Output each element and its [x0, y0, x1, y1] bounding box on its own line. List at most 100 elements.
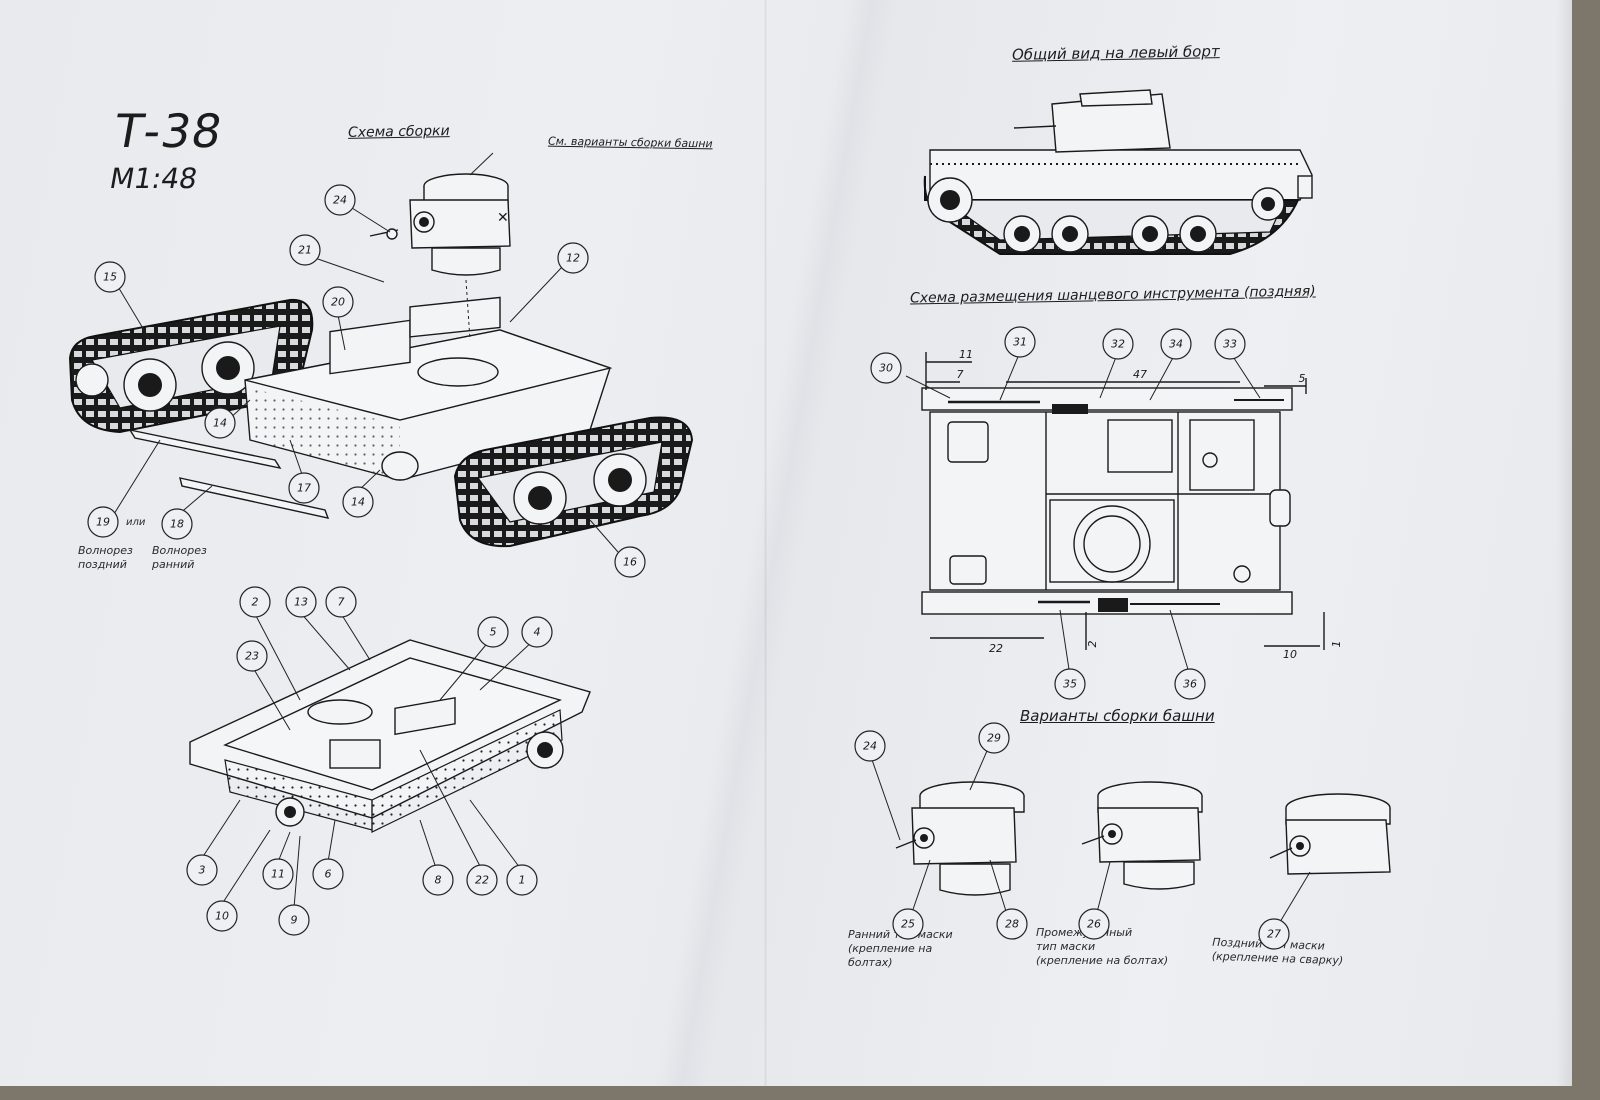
note-line: Волнорез [78, 544, 133, 557]
svg-text:9: 9 [291, 914, 298, 927]
part-callout-5: 5 [477, 616, 509, 648]
part-callout-13: 13 [285, 586, 317, 618]
note-line: болтах) [848, 956, 893, 969]
note-line: Волнорез [152, 544, 207, 557]
svg-text:10: 10 [215, 910, 229, 923]
dim-label: 5 [1299, 372, 1306, 385]
part-callout-26: 26 [1078, 908, 1110, 940]
dim-label: 2 [1086, 641, 1099, 648]
assembly-drawing: ✕ [68, 152, 694, 553]
part-callout-25: 25 [892, 908, 924, 940]
svg-text:7: 7 [338, 596, 345, 609]
part-callout-31: 31 [1004, 326, 1036, 358]
dim-label: 11 [959, 348, 973, 361]
note-line: (крепление на [848, 942, 933, 955]
dim-label: 1 [1330, 641, 1343, 648]
note-line: тип маски [1036, 940, 1096, 953]
part-callout-6: 6 [312, 858, 344, 890]
svg-text:26: 26 [1087, 918, 1101, 931]
part-callout-19: 19 [87, 506, 119, 538]
svg-text:3: 3 [199, 864, 206, 877]
svg-text:27: 27 [1267, 928, 1281, 941]
svg-text:33: 33 [1223, 338, 1237, 351]
svg-text:11: 11 [271, 868, 285, 881]
part-callout-12: 12 [557, 242, 589, 274]
part-callout-29: 29 [978, 722, 1010, 754]
turret-early [895, 781, 1025, 896]
svg-text:20: 20 [331, 296, 345, 309]
page-edge-shadow [1556, 0, 1572, 1086]
svg-text:13: 13 [294, 596, 308, 609]
svg-text:36: 36 [1183, 678, 1197, 691]
svg-text:15: 15 [103, 271, 117, 284]
part-callout-14: 14 [342, 486, 374, 518]
note-line: ранний [152, 558, 195, 571]
part-callout-8: 8 [422, 864, 454, 896]
part-callout-16: 16 [614, 546, 646, 578]
breakwater-late-note: Волнорез поздний [78, 544, 133, 572]
turret-late [1269, 793, 1391, 875]
part-callout-36: 36 [1174, 668, 1206, 700]
part-callout-10: 10 [206, 900, 238, 932]
svg-text:19: 19 [96, 516, 110, 529]
svg-text:30: 30 [879, 362, 893, 375]
svg-text:24: 24 [863, 740, 877, 753]
svg-text:8: 8 [435, 874, 442, 887]
part-callout-3: 3 [186, 854, 218, 886]
svg-text:18: 18 [170, 518, 184, 531]
dim-label: 22 [989, 642, 1003, 655]
part-callout-14: 14 [204, 407, 236, 439]
svg-text:34: 34 [1169, 338, 1183, 351]
part-callout-17: 17 [288, 472, 320, 504]
svg-text:4: 4 [534, 626, 541, 639]
page-fold [764, 0, 767, 1086]
svg-text:28: 28 [1005, 918, 1019, 931]
part-callout-33: 33 [1214, 328, 1246, 360]
part-callout-1: 1 [506, 864, 538, 896]
part-callout-32: 32 [1102, 328, 1134, 360]
svg-text:23: 23 [245, 650, 259, 663]
part-callout-4: 4 [521, 616, 553, 648]
svg-text:5: 5 [490, 626, 497, 639]
part-callout-15: 15 [94, 261, 126, 293]
part-callout-20: 20 [322, 286, 354, 318]
part-callout-2: 2 [239, 586, 271, 618]
part-callout-35: 35 [1054, 668, 1086, 700]
svg-text:25: 25 [901, 918, 915, 931]
svg-text:17: 17 [297, 482, 311, 495]
note-line: поздний [78, 558, 127, 571]
tools-plan-drawing: 11 7 47 5 22 2 10 1 [905, 348, 1343, 677]
part-callout-18: 18 [161, 508, 193, 540]
svg-text:14: 14 [351, 496, 365, 509]
turret-part [409, 199, 511, 249]
dim-label: 10 [1283, 648, 1297, 661]
svg-text:✕: ✕ [497, 210, 509, 226]
dim-label: 7 [957, 368, 964, 381]
part-callout-34: 34 [1160, 328, 1192, 360]
svg-text:1: 1 [519, 874, 526, 887]
hull-drawing [189, 611, 591, 909]
turret-intermediate [1081, 781, 1203, 890]
part-callout-30: 30 [870, 352, 902, 384]
or-label: или [126, 517, 146, 528]
svg-text:32: 32 [1111, 338, 1125, 351]
turret-variants-drawing [869, 743, 1391, 933]
dim-label: 47 [1133, 368, 1147, 381]
svg-text:16: 16 [623, 556, 637, 569]
part-callout-24: 24 [854, 730, 886, 762]
svg-text:35: 35 [1063, 678, 1077, 691]
svg-text:24: 24 [333, 194, 347, 207]
svg-text:31: 31 [1013, 336, 1027, 349]
note-line: (крепление на болтах) [1036, 954, 1169, 967]
side-view-drawing [923, 89, 1313, 255]
svg-text:2: 2 [252, 596, 259, 609]
svg-text:29: 29 [987, 732, 1001, 745]
svg-text:22: 22 [475, 874, 489, 887]
svg-text:12: 12 [566, 252, 580, 265]
svg-text:14: 14 [213, 417, 227, 430]
svg-text:21: 21 [298, 244, 312, 257]
part-callout-11: 11 [262, 858, 294, 890]
part-callout-9: 9 [278, 904, 310, 936]
part-callout-28: 28 [996, 908, 1028, 940]
